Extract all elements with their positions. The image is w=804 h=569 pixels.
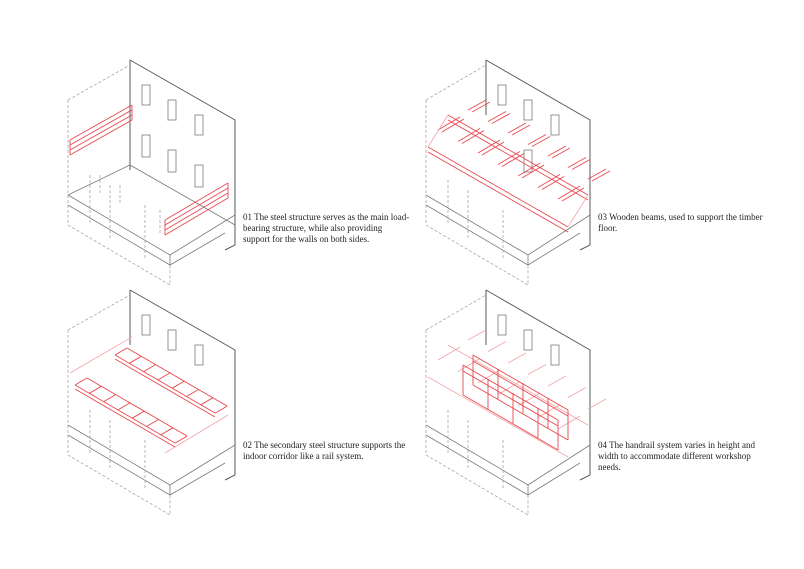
structure-member [186,389,199,397]
structure-member [457,358,481,372]
structure-member [537,174,565,190]
structure-member [89,385,102,394]
axonometric-drawing-01 [67,59,236,286]
structure-member [157,372,171,381]
structure-member [171,380,185,389]
structure-member [517,162,545,179]
structure-member [567,157,591,170]
structure-member [527,364,547,375]
caption-01: 01 The steel structure serves as the mai… [243,212,410,244]
structure-member [143,364,156,372]
structure-member [114,347,128,356]
structure-member [557,185,585,202]
structure-member [117,402,131,411]
structure-member [214,405,228,414]
building-shell [67,289,236,516]
diagram-panel-01 [60,55,250,286]
wooden-beams-highlight [427,99,611,233]
structure-member [497,151,525,167]
structure-member [477,369,501,384]
structure-member [527,134,551,147]
structure-member [537,404,561,418]
structure-member [587,398,607,410]
structure-member [427,344,589,458]
structure-member [467,99,491,113]
caption-04: 04 The handrail system varies in height … [598,440,756,472]
structure-member [557,415,581,430]
steel-structure-highlight [69,104,229,236]
structure-member [427,146,569,233]
structure-member [457,128,485,144]
axonometric-drawing-02 [67,289,236,516]
axonometric-drawing-04 [425,289,607,516]
building-shell [67,59,236,286]
diagram-panel-02 [60,285,250,516]
handrail-highlight [462,354,569,451]
structure-member [437,116,465,133]
caption-03: 03 Wooden beams, used to support the tim… [598,212,763,233]
structure-member [103,394,116,402]
structure-member [497,381,521,395]
structure-member [467,329,487,341]
structure-member [437,346,461,361]
structure-member [174,435,188,444]
building-shell [425,59,591,286]
structure-member [517,392,541,407]
secondary-steel-highlight [74,347,228,448]
structure-member [567,387,587,398]
structure-member [131,410,145,419]
caption-02: 02 The secondary steel structure support… [243,440,406,461]
structure-member [427,114,589,228]
structure-member [587,168,611,182]
axonometric-drawing-03 [425,59,611,286]
structure-member [74,388,176,448]
structure-member [114,358,216,418]
structure-member [507,122,531,136]
structure-member [160,427,174,436]
structure-member [487,111,511,124]
structure-member [477,139,505,156]
structure-member [547,375,567,387]
diagram-panel-04 [418,285,608,516]
faint-structure [427,329,607,458]
structure-member [74,377,188,444]
structure-member [146,419,159,427]
building-shell [425,289,591,516]
structure-member [547,145,571,159]
structure-member [129,355,142,364]
structure-member [114,347,228,414]
structure-member [74,377,88,386]
structure-member [200,397,214,406]
structure-member [487,341,507,352]
diagram-panel-03 [418,55,611,286]
structure-member [507,352,527,364]
